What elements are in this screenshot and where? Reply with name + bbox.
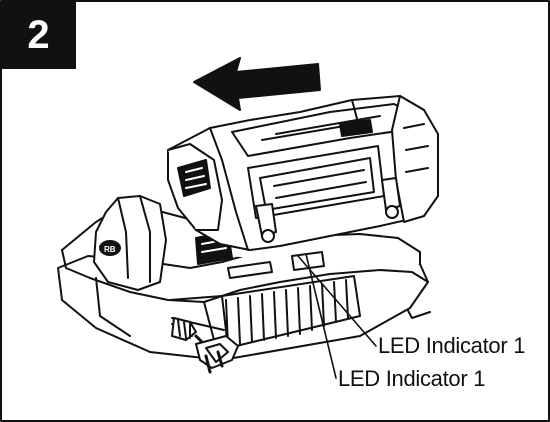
svg-text:RB: RB xyxy=(104,245,116,254)
arrow-left-icon xyxy=(193,57,321,111)
callout-leaders xyxy=(297,253,377,379)
power-cord-plug xyxy=(171,317,239,374)
battery-pack xyxy=(167,95,439,251)
led-indicator-callout: LED Indicator 1 xyxy=(378,333,526,358)
step-number-badge: 2 xyxy=(1,1,76,69)
led-indicator-callout: LED Indicator 1 xyxy=(338,366,486,391)
